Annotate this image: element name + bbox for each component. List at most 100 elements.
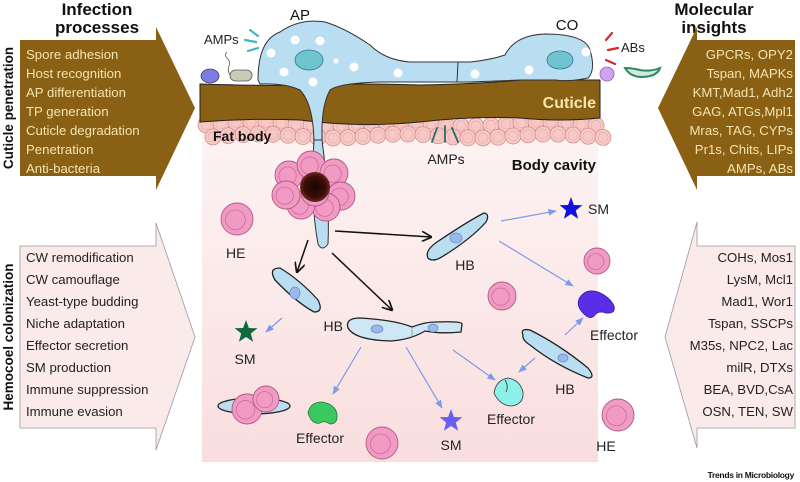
left-header-line1: Infection <box>62 0 133 19</box>
differentiation-arrows <box>297 230 431 310</box>
molecule-item: LysM, Mcl1 <box>727 272 793 287</box>
sm-label-1: SM <box>588 201 609 217</box>
process-item: Cuticle degradation <box>26 123 140 138</box>
molecule-item: KMT,Mad1, Adh2 <box>693 85 793 100</box>
process-item: Spore adhesion <box>26 47 118 62</box>
fat-body-cell <box>549 125 567 143</box>
fat-body-label: Fat body <box>213 128 272 144</box>
molecule-item: Pr1s, Chits, LIPs <box>695 142 794 157</box>
secretion-arrows <box>265 209 584 409</box>
hemocyte-inner <box>587 253 605 271</box>
hemocyte-inner <box>275 186 294 205</box>
molecule-item: AMPs, ABs <box>727 161 793 176</box>
fat-body-cell-inner <box>357 131 369 142</box>
hyphal-body-1 <box>271 267 321 313</box>
arrow-to-hb-left <box>297 239 309 272</box>
process-item: Immune suppression <box>26 382 148 397</box>
hyphal-body-4 <box>521 328 593 379</box>
hemocoel-colonization-vertical-label: Hemocoel colonization <box>1 263 16 410</box>
fat-body-cell-inner <box>462 132 474 144</box>
fat-body-cell-inner <box>477 132 489 144</box>
sm-label-2: SM <box>235 351 256 367</box>
molecule-item: BEA, BVD,CsA <box>704 382 794 397</box>
abs-label: ABs <box>621 40 645 55</box>
fat-body-cell-inner <box>282 130 294 141</box>
fat-body-cell <box>279 126 297 144</box>
sm-star-violet <box>439 409 463 431</box>
ap-label: AP <box>290 7 310 24</box>
process-item: Penetration <box>26 142 93 157</box>
molecule-item: Mad1, Wor1 <box>721 294 793 309</box>
process-item: Yeast-type budding <box>26 294 138 309</box>
process-item: CW camouflage <box>26 272 120 287</box>
green-bacterium <box>623 66 662 78</box>
fat-body-cell <box>399 125 417 143</box>
fat-body-cell <box>474 129 492 147</box>
hemocoel-colonization-molecular-arrow <box>664 221 796 449</box>
fat-body-cell <box>294 128 312 145</box>
hb-label-2: HB <box>324 318 343 334</box>
cuticle-label: Cuticle <box>543 95 596 112</box>
fat-body-cell-inner <box>522 129 534 141</box>
hyphal-body-2 <box>426 212 489 261</box>
process-item: Host recognition <box>26 66 121 81</box>
amps-mid-label: AMPs <box>427 151 464 167</box>
molecule-item: Tspan, SSCPs <box>708 316 793 331</box>
molecule-item: Tspan, MAPKs <box>707 66 794 81</box>
right-header-line2: insights <box>681 18 746 37</box>
fat-body-cell-inner <box>440 119 452 131</box>
fat-body-cell-inner <box>590 120 602 131</box>
fat-body-cell-inner <box>222 130 234 141</box>
hemocyte-inner <box>491 287 510 306</box>
fat-body-cell-inner <box>327 132 339 144</box>
fat-body-cell <box>324 129 342 147</box>
fat-body-cell-inner <box>267 129 279 140</box>
co-nucleus <box>546 50 574 70</box>
molecule-item: GPCRs, OPY2 <box>706 47 793 62</box>
melanization-spot <box>300 172 330 202</box>
fat-body-cell-inner <box>252 128 264 140</box>
fat-body-cell <box>414 126 432 144</box>
process-item: Anti-bacteria <box>26 161 101 176</box>
bacterium <box>229 69 253 82</box>
vacuoles <box>266 35 591 87</box>
hemocytes <box>220 202 635 460</box>
cuticle-band <box>199 79 601 126</box>
effector-cyan-notch <box>504 379 508 393</box>
fat-body-cell-inner <box>237 129 249 140</box>
fat-body-cell <box>504 127 522 145</box>
process-item: Immune evasion <box>26 404 123 419</box>
fat-body-cell <box>384 125 402 143</box>
process-item: SM production <box>26 360 111 375</box>
fat-body-cell <box>519 126 537 144</box>
hemocyte-inner <box>323 164 342 183</box>
fat-body-cell-inner <box>567 129 579 141</box>
purple-particle <box>599 66 615 82</box>
effector-green <box>307 401 338 425</box>
fat-body-cell <box>354 128 372 145</box>
molecule-item: Mras, TAG, CYPs <box>689 123 793 138</box>
hb-label-1: HB <box>455 257 474 273</box>
journal-credit: Trends in Microbiology <box>708 470 795 480</box>
molecule-item: OSN, TEN, SW <box>702 404 793 419</box>
hemocyte-inner <box>606 405 627 427</box>
engulfing-hemocytes <box>231 385 280 425</box>
hyphal-body-3 <box>346 317 463 342</box>
effector-purple <box>577 290 615 318</box>
process-item: CW remodification <box>26 250 134 265</box>
fat-body-cell <box>579 127 597 145</box>
amps-rays-mid <box>431 125 459 143</box>
bacterium-flagellum <box>225 51 231 76</box>
process-item: AP differentiation <box>26 85 126 100</box>
fat-body-cell-inner <box>387 128 399 140</box>
sm-star-blue <box>559 197 583 219</box>
ap-nucleus <box>294 49 324 71</box>
body-cavity-label: Body cavity <box>512 157 597 174</box>
septum <box>456 61 459 83</box>
fat-body-cell-inner <box>417 129 429 140</box>
arrow-to-hb-center <box>331 252 392 310</box>
